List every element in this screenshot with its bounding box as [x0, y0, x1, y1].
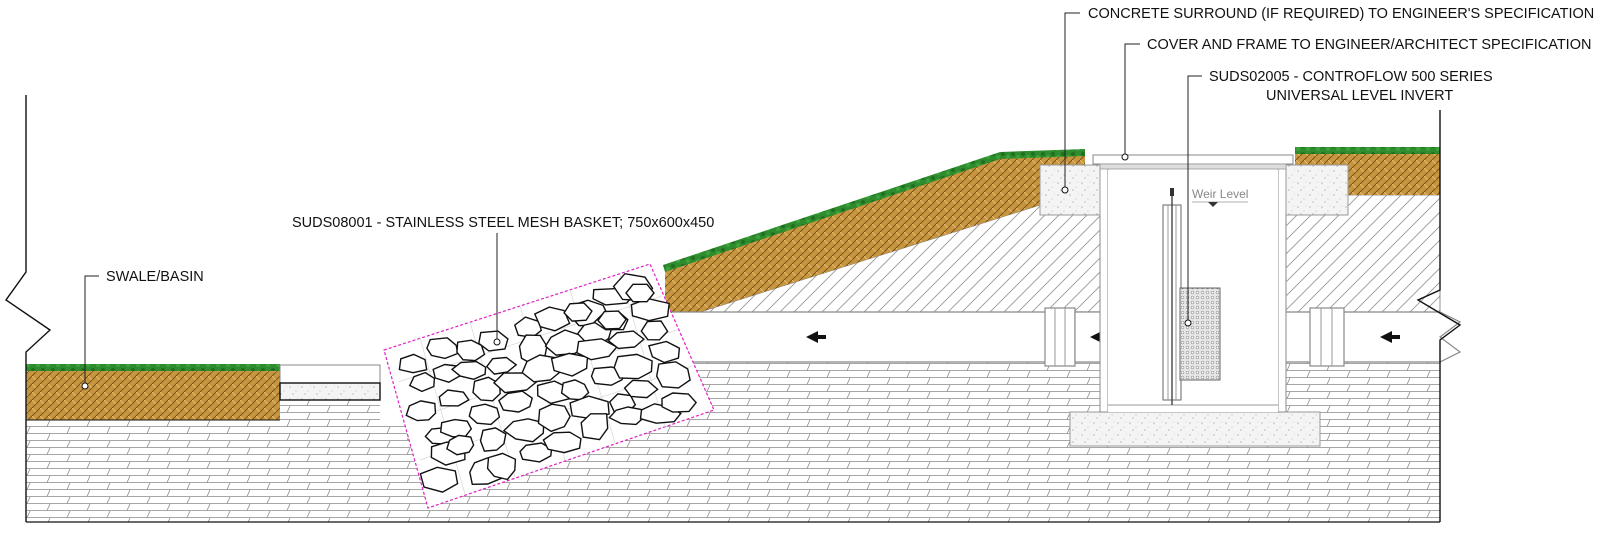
label-swale: SWALE/BASIN — [106, 269, 204, 285]
stone — [485, 356, 518, 375]
label-mesh-basket: SUDS08001 - STAINLESS STEEL MESH BASKET;… — [292, 215, 714, 231]
stone — [502, 418, 545, 443]
grass-left — [26, 364, 280, 371]
grass-right — [1295, 147, 1440, 154]
chamber-wall-right — [1277, 164, 1287, 413]
edge-kerb — [279, 364, 381, 384]
stone — [446, 434, 475, 456]
stone — [478, 330, 509, 352]
stone — [533, 306, 571, 332]
stone — [597, 310, 627, 330]
stone — [623, 379, 659, 399]
stone — [563, 302, 593, 322]
stone — [419, 466, 459, 493]
stone — [408, 371, 436, 393]
pipe-right — [1259, 311, 1462, 363]
stone — [613, 353, 653, 380]
soil-slope — [665, 154, 1085, 312]
concrete-surround-left — [1039, 164, 1101, 216]
label-concrete-surround: CONCRETE SURROUND (IF REQUIRED) TO ENGIN… — [1088, 6, 1594, 22]
soil-right — [1295, 152, 1440, 195]
label-controflow-line2: UNIVERSAL LEVEL INVERT — [1266, 88, 1453, 104]
flow-arrow-icon — [806, 331, 826, 343]
stone — [426, 337, 459, 360]
soil-left — [26, 370, 280, 420]
stone — [537, 403, 571, 433]
weir-level-label: Weir Level — [1192, 187, 1248, 201]
edge-kerb-concrete — [279, 382, 381, 401]
break-line-right — [1416, 110, 1462, 522]
subsoil-upper — [650, 362, 1440, 420]
pipe-collar-right — [1309, 307, 1345, 367]
stone — [630, 297, 670, 322]
stone — [608, 406, 645, 426]
basket-stones — [398, 272, 698, 493]
stone — [580, 413, 609, 441]
label-cover-frame: COVER AND FRAME TO ENGINEER/ARCHITECT SP… — [1147, 37, 1591, 53]
stone — [640, 320, 669, 341]
pipe-collar-left — [1044, 307, 1076, 367]
stone — [456, 339, 486, 362]
label-controflow-line1: SUDS02005 - CONTROFLOW 500 SERIES — [1209, 69, 1493, 85]
concrete-surround-right — [1285, 164, 1349, 216]
stone — [450, 360, 487, 381]
chamber-base — [1069, 411, 1321, 447]
stone — [438, 389, 470, 407]
leader-lines — [81, 12, 1202, 390]
stone — [439, 418, 473, 438]
controflow-filter-screen — [1179, 287, 1221, 381]
pipe-left — [649, 311, 1103, 363]
stone — [661, 392, 698, 413]
weir-level-marker-icon — [1208, 202, 1218, 207]
stone — [468, 403, 501, 426]
break-line-left — [5, 95, 52, 522]
stone — [405, 400, 437, 422]
stone — [486, 452, 517, 481]
stone — [655, 361, 691, 389]
stone — [648, 340, 681, 364]
stone — [498, 390, 534, 413]
stone — [625, 283, 655, 303]
chamber-wall-left — [1099, 164, 1109, 413]
stone — [479, 427, 507, 452]
stone — [542, 431, 582, 454]
stone — [398, 353, 428, 374]
stone — [607, 330, 646, 350]
flow-arrow-icon — [1380, 331, 1400, 343]
